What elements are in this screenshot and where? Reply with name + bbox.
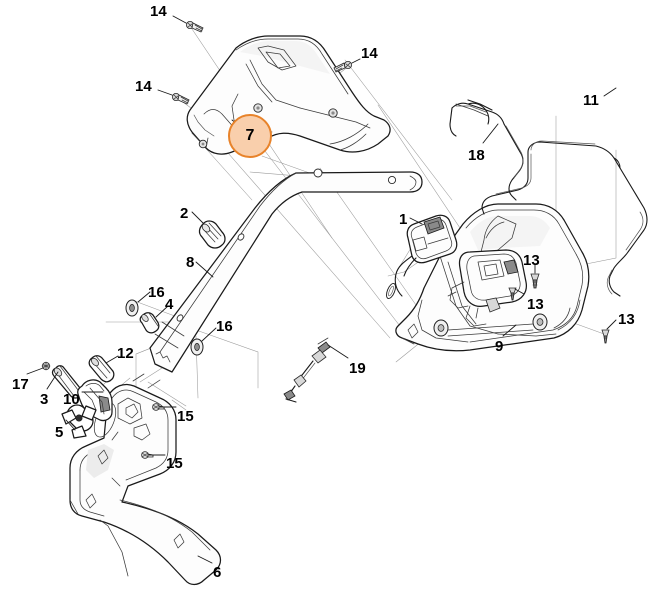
- callout-16-upper[interactable]: 16: [148, 284, 165, 301]
- part-wire-bail-small: [449, 99, 524, 201]
- callout-10[interactable]: 10: [63, 391, 80, 408]
- leader-11: [603, 87, 617, 97]
- callout-14-left[interactable]: 14: [135, 78, 152, 95]
- callout-13-middle[interactable]: 13: [527, 296, 544, 313]
- callout-15-lower[interactable]: 15: [166, 455, 183, 472]
- callout-3[interactable]: 3: [40, 391, 49, 408]
- callout-5[interactable]: 5: [55, 424, 64, 441]
- leader-16a: [137, 291, 151, 303]
- part-washer-lower: [190, 338, 204, 356]
- leader-16b: [201, 327, 217, 342]
- leader-6: [197, 555, 213, 564]
- callout-19[interactable]: 19: [349, 360, 366, 377]
- callout-7-highlight[interactable]: 7: [228, 114, 272, 158]
- part-switch-module: [386, 214, 458, 300]
- callout-4[interactable]: 4: [165, 296, 174, 313]
- leader-14c: [157, 89, 173, 96]
- callout-16-lower[interactable]: 16: [216, 318, 233, 335]
- callout-13-upper[interactable]: 13: [523, 252, 540, 269]
- leader-13b: [514, 288, 525, 295]
- callout-2[interactable]: 2: [180, 205, 189, 222]
- part-handle-bracket-lower: [69, 373, 222, 586]
- screw-13c: [601, 329, 610, 344]
- leader-9: [502, 324, 517, 337]
- screw-17: [41, 361, 51, 371]
- callout-15-upper[interactable]: 15: [177, 408, 194, 425]
- callout-17[interactable]: 17: [12, 376, 29, 393]
- leader-3: [46, 371, 59, 390]
- part-knob: [61, 404, 97, 439]
- part-handle-upper-cover: [186, 35, 391, 155]
- leader-19: [327, 344, 349, 359]
- callout-13-right[interactable]: 13: [618, 311, 635, 328]
- part-washer-upper: [125, 299, 139, 317]
- screw-14a: [185, 20, 204, 33]
- part-wire-bail-large: [481, 140, 648, 297]
- screw-13b: [508, 287, 517, 301]
- part-bushing: [198, 220, 226, 249]
- lever-housing-detail: [447, 249, 528, 327]
- leader-13c: [606, 319, 617, 330]
- callout-1[interactable]: 1: [399, 211, 408, 228]
- screw-14c: [171, 93, 190, 105]
- leader-5: [65, 419, 76, 431]
- callout-12[interactable]: 12: [117, 345, 134, 362]
- callout-8[interactable]: 8: [186, 254, 195, 271]
- leader-17: [26, 367, 44, 375]
- screw-13a: [530, 273, 540, 289]
- callout-18[interactable]: 18: [468, 147, 485, 164]
- part-bolt: [51, 365, 83, 399]
- leader-1: [409, 217, 423, 225]
- part-pin: [88, 355, 115, 383]
- part-cable: [283, 337, 331, 403]
- roller-bosses: [433, 313, 548, 337]
- leader-18: [482, 123, 499, 144]
- callout-9[interactable]: 9: [495, 338, 504, 355]
- callout-11[interactable]: 11: [583, 92, 599, 109]
- leader-8: [195, 261, 214, 278]
- part-spacer: [139, 312, 160, 334]
- leader-2: [191, 211, 205, 225]
- callout-14-top[interactable]: 14: [150, 3, 167, 20]
- part-handle-tube: [149, 168, 423, 373]
- callout-14-right[interactable]: 14: [361, 45, 378, 62]
- leader-lines: [26, 15, 617, 564]
- leader-14b: [351, 58, 361, 64]
- leader-4: [155, 305, 169, 318]
- part-handle-lower-cover: [395, 203, 590, 352]
- screw-14b: [333, 61, 352, 73]
- leader-12: [105, 355, 119, 364]
- leader-14a: [172, 15, 187, 24]
- callout-6[interactable]: 6: [213, 564, 222, 581]
